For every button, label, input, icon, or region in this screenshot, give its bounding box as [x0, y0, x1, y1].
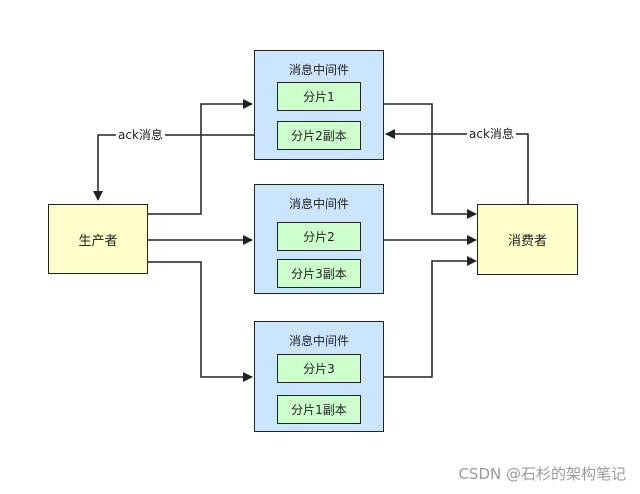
arrow-broker3-to-consumer	[384, 256, 477, 378]
arrow-producer-to-broker3	[148, 261, 253, 382]
broker-1: 消息中间件 分片1 分片2副本	[254, 50, 384, 160]
broker-1-title: 消息中间件	[288, 63, 349, 77]
producer-node: 生产者	[48, 204, 148, 274]
broker-2: 消息中间件 分片2 分片3副本	[254, 184, 384, 294]
producer-label: 生产者	[78, 233, 118, 249]
shard-3-replica: 分片3副本	[277, 259, 361, 288]
broker-3: 消息中间件 分片3 分片1副本	[254, 321, 384, 432]
shard-2-primary: 分片2	[277, 222, 361, 251]
shard-1-primary: 分片1	[277, 82, 361, 111]
arrow-ack-to-producer	[93, 134, 254, 201]
arrow-broker1-to-consumer	[384, 103, 477, 219]
consumer-node: 消费者	[477, 204, 578, 275]
shard-3-primary: 分片3	[277, 354, 361, 383]
consumer-label: 消费者	[507, 234, 547, 249]
arrow-ack-to-broker1	[385, 129, 529, 204]
ack-label-left: ack消息	[116, 128, 165, 142]
broker-2-title: 消息中间件	[288, 197, 349, 211]
arrow-producer-to-broker1	[148, 99, 253, 215]
shard-2-replica: 分片2副本	[277, 121, 361, 150]
shard-1-replica: 分片1副本	[277, 395, 361, 424]
watermark-text: CSDN @石杉的架构笔记	[458, 465, 626, 483]
broker-3-title: 消息中间件	[288, 334, 349, 348]
ack-label-right: ack消息	[467, 127, 516, 141]
